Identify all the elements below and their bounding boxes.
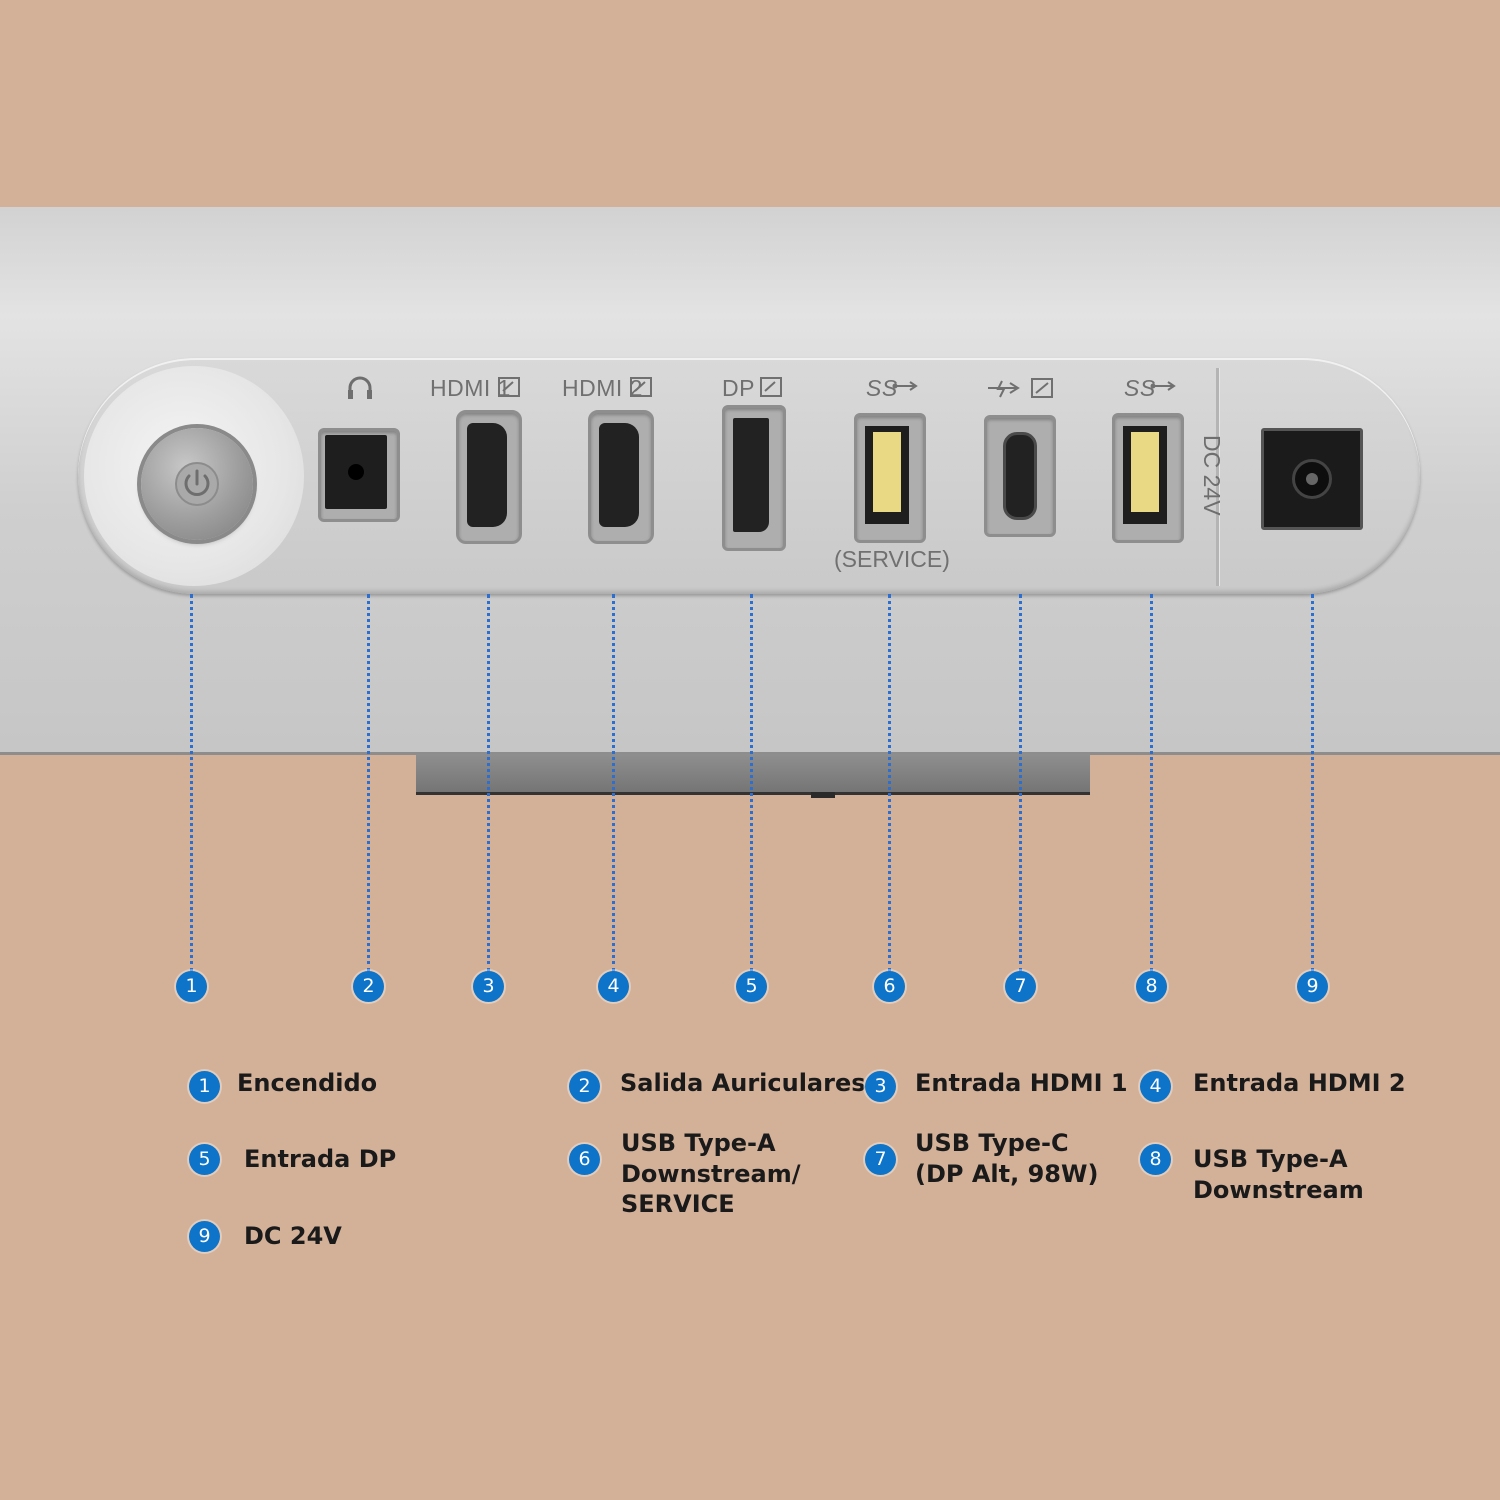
power-icon bbox=[175, 462, 219, 506]
power-zone bbox=[84, 366, 304, 586]
callout-badge-2: 2 bbox=[353, 971, 384, 1002]
monitor-stand bbox=[416, 754, 1090, 798]
legend-badge-4: 4 bbox=[1140, 1071, 1171, 1102]
hdmi-2-port[interactable] bbox=[588, 410, 654, 544]
hdmi-2-label: HDMI 2 bbox=[562, 375, 643, 401]
leader-line-9 bbox=[1311, 594, 1314, 972]
usb-ss-label-1: SS bbox=[866, 375, 898, 401]
callout-badge-5: 5 bbox=[736, 971, 767, 1002]
legend-text-3: Entrada HDMI 1 bbox=[915, 1069, 1128, 1097]
legend-text-8-line-2: Downstream bbox=[1193, 1176, 1364, 1204]
dp-label: DP bbox=[722, 375, 755, 401]
usb-c-port[interactable] bbox=[984, 415, 1056, 537]
leader-line-7 bbox=[1019, 594, 1022, 972]
callout-badge-7: 7 bbox=[1005, 971, 1036, 1002]
callout-badge-6: 6 bbox=[874, 971, 905, 1002]
hdmi-1-socket bbox=[467, 423, 507, 527]
displayport-port[interactable] bbox=[722, 405, 786, 551]
dc-jack-ring bbox=[1292, 459, 1332, 499]
legend-text-7-line-1: USB Type-C bbox=[915, 1129, 1069, 1157]
legend-badge-8: 8 bbox=[1140, 1144, 1171, 1175]
callout-badge-1: 1 bbox=[176, 971, 207, 1002]
dc-label: DC 24V bbox=[1199, 435, 1225, 516]
legend-text-6-line-3: SERVICE bbox=[621, 1190, 735, 1218]
legend-text-6-line-2: Downstream/ bbox=[621, 1160, 801, 1188]
usb-c-icon bbox=[988, 378, 1053, 398]
legend-badge-9: 9 bbox=[189, 1221, 220, 1252]
hdmi-1-label: HDMI 1 bbox=[430, 375, 511, 401]
hdmi-1-port[interactable] bbox=[456, 410, 522, 544]
port-panel bbox=[78, 358, 1420, 594]
callout-badge-3: 3 bbox=[473, 971, 504, 1002]
displayport-icon bbox=[760, 377, 782, 397]
legend-badge-1: 1 bbox=[189, 1071, 220, 1102]
callout-badge-8: 8 bbox=[1136, 971, 1167, 1002]
legend-text-1: Encendido bbox=[237, 1069, 378, 1097]
legend-badge-3: 3 bbox=[865, 1071, 896, 1102]
usb-a-service-port[interactable] bbox=[854, 413, 926, 543]
leader-line-3 bbox=[487, 594, 490, 972]
power-button[interactable] bbox=[141, 428, 253, 540]
service-label: (SERVICE) bbox=[834, 546, 950, 572]
legend-text-5: Entrada DP bbox=[244, 1145, 397, 1173]
usb-a-icon bbox=[1150, 381, 1176, 391]
leader-line-5 bbox=[750, 594, 753, 972]
legend-text-9: DC 24V bbox=[244, 1222, 342, 1250]
legend-text-4: Entrada HDMI 2 bbox=[1193, 1069, 1406, 1097]
legend-text-7-line-2: (DP Alt, 98W) bbox=[915, 1160, 1099, 1188]
displayport-socket bbox=[733, 418, 769, 532]
legend-badge-5: 5 bbox=[189, 1144, 220, 1175]
legend-badge-6: 6 bbox=[569, 1144, 600, 1175]
leader-line-1 bbox=[190, 594, 193, 972]
usb-a-icon bbox=[892, 381, 918, 391]
usb-a-service-socket bbox=[865, 426, 909, 524]
usb-a-service-tongue bbox=[873, 432, 901, 512]
leader-line-4 bbox=[612, 594, 615, 972]
headphone-jack-hole bbox=[348, 464, 364, 480]
callout-badge-9: 9 bbox=[1297, 971, 1328, 1002]
dc-jack-pin bbox=[1306, 473, 1318, 485]
stand-notch bbox=[811, 792, 835, 798]
usb-a-downstream-tongue bbox=[1131, 432, 1159, 512]
hdmi-port-icon bbox=[498, 377, 520, 397]
legend-badge-2: 2 bbox=[569, 1071, 600, 1102]
legend-text-2: Salida Auriculares bbox=[620, 1069, 866, 1097]
usb-c-socket bbox=[1003, 432, 1037, 520]
usb-a-downstream-socket bbox=[1123, 426, 1167, 524]
callout-badge-4: 4 bbox=[598, 971, 629, 1002]
usb-a-downstream-port[interactable] bbox=[1112, 413, 1184, 543]
leader-line-8 bbox=[1150, 594, 1153, 972]
usb-ss-label-2: SS bbox=[1124, 375, 1156, 401]
legend-badge-7: 7 bbox=[865, 1144, 896, 1175]
headphone-jack[interactable] bbox=[318, 428, 400, 522]
dc-divider bbox=[1216, 368, 1219, 586]
leader-line-2 bbox=[367, 594, 370, 972]
legend-text-6-line-1: USB Type-A bbox=[621, 1129, 776, 1157]
hdmi-2-socket bbox=[599, 423, 639, 527]
hdmi-port-icon bbox=[630, 377, 652, 397]
headphones-icon bbox=[348, 376, 372, 399]
legend-text-8-line-1: USB Type-A bbox=[1193, 1145, 1348, 1173]
dc-jack-icon[interactable] bbox=[1261, 428, 1363, 530]
leader-line-6 bbox=[888, 594, 891, 972]
